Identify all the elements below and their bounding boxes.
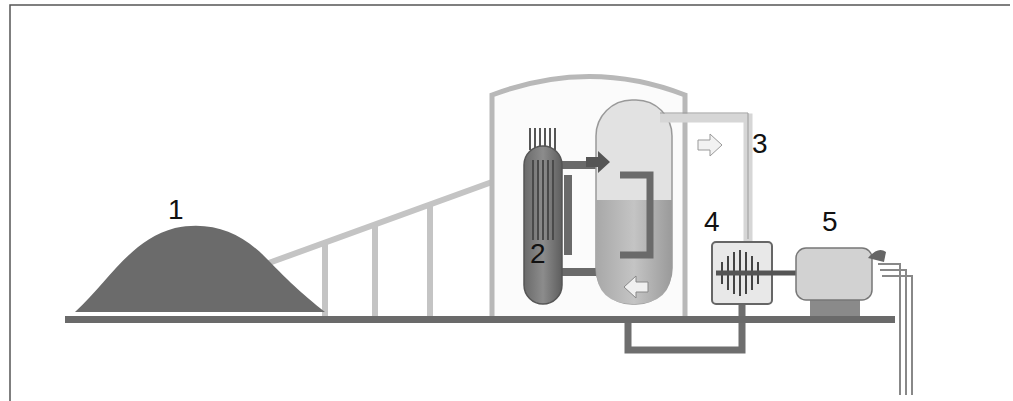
shaft: [716, 271, 800, 276]
callout-number: 1: [168, 196, 184, 224]
steam-generator: [596, 100, 672, 304]
steam-pipe-edge: [660, 113, 748, 239]
callout-number: 4: [704, 208, 720, 236]
fuel-pile: [75, 226, 325, 312]
fuel-rods: [533, 160, 553, 240]
steam-pipe: [660, 118, 748, 244]
heat-exchanger-tube: [620, 175, 650, 255]
hot-flow-arrow: [586, 151, 610, 173]
frame: [10, 5, 1010, 401]
cold-flow-arrow: [624, 276, 648, 298]
containment-building: [492, 77, 685, 319]
generator-terminal: [868, 250, 886, 262]
callout-number: 3: [752, 130, 768, 158]
steam-arrow: [698, 134, 722, 156]
generator: [796, 248, 872, 300]
ground-line: [65, 316, 895, 323]
reactor-vessel: [524, 146, 562, 304]
callout-number: 5: [822, 208, 838, 236]
power-lines: [878, 264, 912, 395]
callout-number: 2: [530, 240, 546, 268]
